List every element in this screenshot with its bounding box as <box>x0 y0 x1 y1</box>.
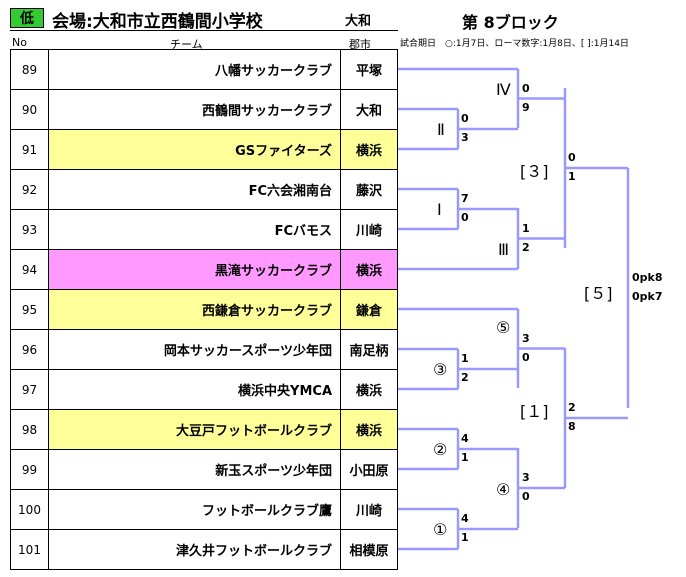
column-header-no: No <box>12 36 27 49</box>
block-title: 第 8ブロック <box>462 13 559 32</box>
score-bottom: 1 <box>461 451 469 464</box>
score-bottom: 2 <box>522 240 530 254</box>
match-label: ③ <box>433 360 448 379</box>
team-city: 相模原 <box>340 529 398 570</box>
venue-city: 大和 <box>345 14 372 29</box>
score-top: 3 <box>522 331 530 345</box>
score-bottom: 3 <box>461 131 469 144</box>
date-legend: 試合期日 ○:1月7日、ローマ数字:1月8日、[ ]:1月14日 <box>400 39 629 49</box>
team-no: 100 <box>10 489 49 530</box>
team-city: 鎌倉 <box>340 289 398 330</box>
match-label: ① <box>433 520 448 539</box>
team-name: 西鎌倉サッカークラブ <box>48 289 341 330</box>
team-no: 93 <box>10 209 49 250</box>
team-name: 八幡サッカークラブ <box>48 49 341 90</box>
team-city: 川崎 <box>340 489 398 530</box>
team-city: 平塚 <box>340 49 398 90</box>
team-no: 90 <box>10 89 49 130</box>
column-header-city: 郡市 <box>349 38 371 51</box>
score-top: 0 <box>568 151 576 164</box>
score-top: 4 <box>461 432 469 445</box>
score-bottom: 0pk7 <box>632 290 663 303</box>
venue-title: 会場:大和市立西鶴間小学校 <box>52 12 263 32</box>
match-label: ② <box>433 440 448 459</box>
team-name: 岡本サッカースポーツ少年団 <box>48 329 341 370</box>
match-label: Ⅳ <box>496 80 511 99</box>
score-top: 1 <box>522 221 530 235</box>
team-name: GSファイターズ <box>48 129 341 170</box>
team-no: 92 <box>10 169 49 210</box>
team-city: 大和 <box>340 89 398 130</box>
team-city: 藤沢 <box>340 169 398 210</box>
score-bottom: 0 <box>461 211 469 224</box>
score-top: 7 <box>461 192 469 205</box>
score-bottom: 8 <box>568 420 576 433</box>
score-top: 2 <box>568 401 576 414</box>
team-city: 小田原 <box>340 449 398 490</box>
team-name: 黒滝サッカークラブ <box>48 249 341 290</box>
level-badge: 低 <box>10 8 44 28</box>
team-name: 西鶴間サッカークラブ <box>48 89 341 130</box>
column-header-team: チーム <box>170 38 203 51</box>
team-name: 津久井フットボールクラブ <box>48 529 341 570</box>
score-top: 1 <box>461 352 469 365</box>
match-label: Ⅱ <box>437 120 445 139</box>
header-underline <box>10 30 398 31</box>
score-bottom: 1 <box>568 170 576 183</box>
team-city: 川崎 <box>340 209 398 250</box>
match-label: ⑤ <box>496 318 511 337</box>
match-label: [１] <box>520 402 549 421</box>
score-top: 3 <box>522 471 530 484</box>
score-top: 0 <box>461 112 469 125</box>
team-name: FCバモス <box>48 209 341 250</box>
match-label: [５] <box>584 284 613 303</box>
score-top: 0pk8 <box>632 271 663 284</box>
team-no: 95 <box>10 289 49 330</box>
team-city: 横浜 <box>340 249 398 290</box>
score-bottom: 9 <box>522 100 530 114</box>
score-top: 0 <box>522 81 530 95</box>
match-label: Ⅲ <box>498 240 510 259</box>
match-label: ④ <box>496 480 511 499</box>
team-name: フットボールクラブ鷹 <box>48 489 341 530</box>
match-label: [３] <box>520 162 549 181</box>
score-bottom: 0 <box>522 490 530 503</box>
score-bottom: 2 <box>461 371 469 384</box>
team-no: 96 <box>10 329 49 370</box>
team-city: 南足柄 <box>340 329 398 370</box>
score-top: 4 <box>461 512 469 525</box>
team-name: FC六会湘南台 <box>48 169 341 210</box>
score-bottom: 0 <box>522 350 530 364</box>
match-label: Ⅰ <box>437 200 442 219</box>
team-city: 横浜 <box>340 409 398 450</box>
score-bottom: 1 <box>461 531 469 544</box>
team-no: 89 <box>10 49 49 90</box>
